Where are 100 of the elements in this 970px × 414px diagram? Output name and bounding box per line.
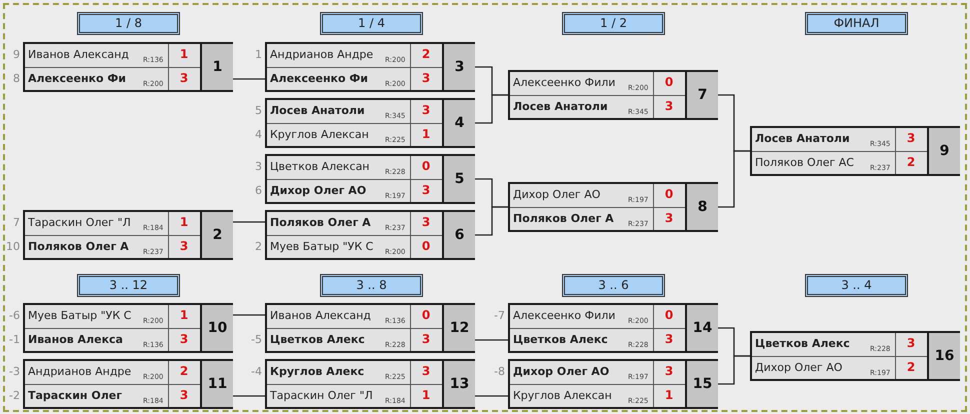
seed-number: 9 [12, 48, 20, 61]
match-number: 8 [685, 184, 718, 230]
player-name: Муев Батыр "УК С [28, 309, 132, 322]
seed-number: -8 [493, 365, 505, 378]
bracket-connector [475, 206, 508, 236]
bracket-connector [233, 314, 265, 316]
match-box [265, 359, 475, 409]
score-value: 3 [178, 71, 190, 85]
seed-number: -7 [493, 309, 505, 322]
match-box [508, 182, 718, 232]
score-value: 3 [420, 364, 432, 378]
seed-number: 10 [5, 240, 20, 253]
match-box [265, 210, 475, 260]
seed-number: 6 [254, 184, 262, 197]
match-box [750, 331, 960, 381]
player-name: Цветков Алекс [513, 333, 608, 346]
match-box [750, 126, 960, 176]
match-number: 13 [442, 361, 475, 407]
score-value: 0 [420, 239, 432, 253]
score-value: 0 [664, 187, 674, 201]
round-header: ФИНАЛ [805, 12, 908, 35]
match-number: 3 [442, 44, 475, 90]
round-header: 3 .. 4 [805, 274, 908, 297]
score-value: 3 [178, 332, 190, 346]
score-value: 3 [420, 103, 432, 117]
score-value: 3 [664, 211, 674, 225]
player-name: Андрианов Андре [28, 365, 132, 378]
seed-number: -5 [250, 333, 262, 346]
score-value: 3 [178, 239, 190, 253]
player-name: Цветков Алекс [270, 333, 365, 346]
match-box [23, 210, 233, 260]
player-name: Алексеенко Фили [513, 309, 616, 322]
round-header: 1 / 4 [320, 12, 423, 35]
score-value: 2 [906, 360, 916, 374]
bracket-connector [233, 395, 265, 397]
match-box [265, 98, 475, 148]
player-name: Тараскин Олег "Л [270, 389, 373, 402]
score-value: 1 [178, 47, 190, 61]
player-name: Дихор Олег АО [270, 184, 366, 197]
match-number: 6 [442, 212, 475, 258]
round-header: 3 .. 12 [77, 274, 180, 297]
score-value: 2 [420, 47, 432, 61]
match-number: 10 [200, 305, 233, 351]
match-box [508, 359, 718, 409]
seed-number: 3 [254, 160, 262, 173]
score-value: 1 [664, 388, 674, 402]
player-name: Круглов Алексан [513, 389, 612, 402]
score-value: 3 [664, 332, 674, 346]
match-number: 4 [442, 100, 475, 146]
score-value: 3 [664, 99, 674, 113]
match-box [23, 359, 233, 409]
match-number: 1 [200, 44, 233, 90]
match-box [508, 70, 718, 120]
score-value: 1 [178, 308, 190, 322]
match-box [23, 42, 233, 92]
bracket-connector [233, 78, 265, 80]
player-name: Поляков Олег А [270, 216, 371, 229]
bracket-connector [233, 221, 265, 223]
player-name: Тараскин Олег "Л [28, 216, 131, 229]
score-value: 0 [664, 308, 674, 322]
score-value: 3 [906, 336, 916, 350]
match-number: 12 [442, 305, 475, 351]
player-name: Иванов Алекса [28, 333, 123, 346]
seed-number: 2 [254, 240, 262, 253]
score-value: 3 [178, 388, 190, 402]
seed-number: -1 [8, 333, 20, 346]
bracket-connector [475, 94, 508, 124]
round-header: 1 / 8 [77, 12, 180, 35]
match-box [508, 303, 718, 353]
player-name: Тараскин Олег [28, 389, 122, 402]
player-name: Круглов Алексан [270, 128, 369, 141]
player-name: Дихор Олег АО [513, 188, 600, 201]
player-name: Дихор Олег АО [755, 361, 842, 374]
round-header: 3 .. 6 [562, 274, 665, 297]
seed-number: -3 [8, 365, 20, 378]
score-value: 3 [664, 364, 674, 378]
player-name: Цветков Алекс [755, 337, 850, 350]
player-name: Лосев Анатоли [755, 132, 850, 145]
player-name: Круглов Алекс [270, 365, 364, 378]
round-header: 1 / 2 [562, 12, 665, 35]
seed-number: 7 [12, 216, 20, 229]
bracket-connector [718, 355, 750, 385]
player-name: Алексеенко Фи [270, 72, 368, 85]
match-number: 2 [200, 212, 233, 258]
score-value: 3 [420, 215, 432, 229]
score-value: 3 [420, 71, 432, 85]
match-number: 7 [685, 72, 718, 118]
match-number: 5 [442, 156, 475, 202]
score-value: 2 [906, 155, 916, 169]
player-name: Алексеенко Фили [513, 76, 616, 89]
bracket-connector [475, 395, 508, 397]
match-number: 15 [685, 361, 718, 407]
seed-number: 5 [254, 104, 262, 117]
seed-number: 8 [12, 72, 20, 85]
score-value: 1 [178, 215, 190, 229]
score-value: 0 [420, 159, 432, 173]
seed-number: -6 [8, 309, 20, 322]
player-name: Муев Батыр "УК С [270, 240, 374, 253]
bracket-connector [475, 339, 508, 341]
player-name: Иванов Александ [270, 309, 371, 322]
